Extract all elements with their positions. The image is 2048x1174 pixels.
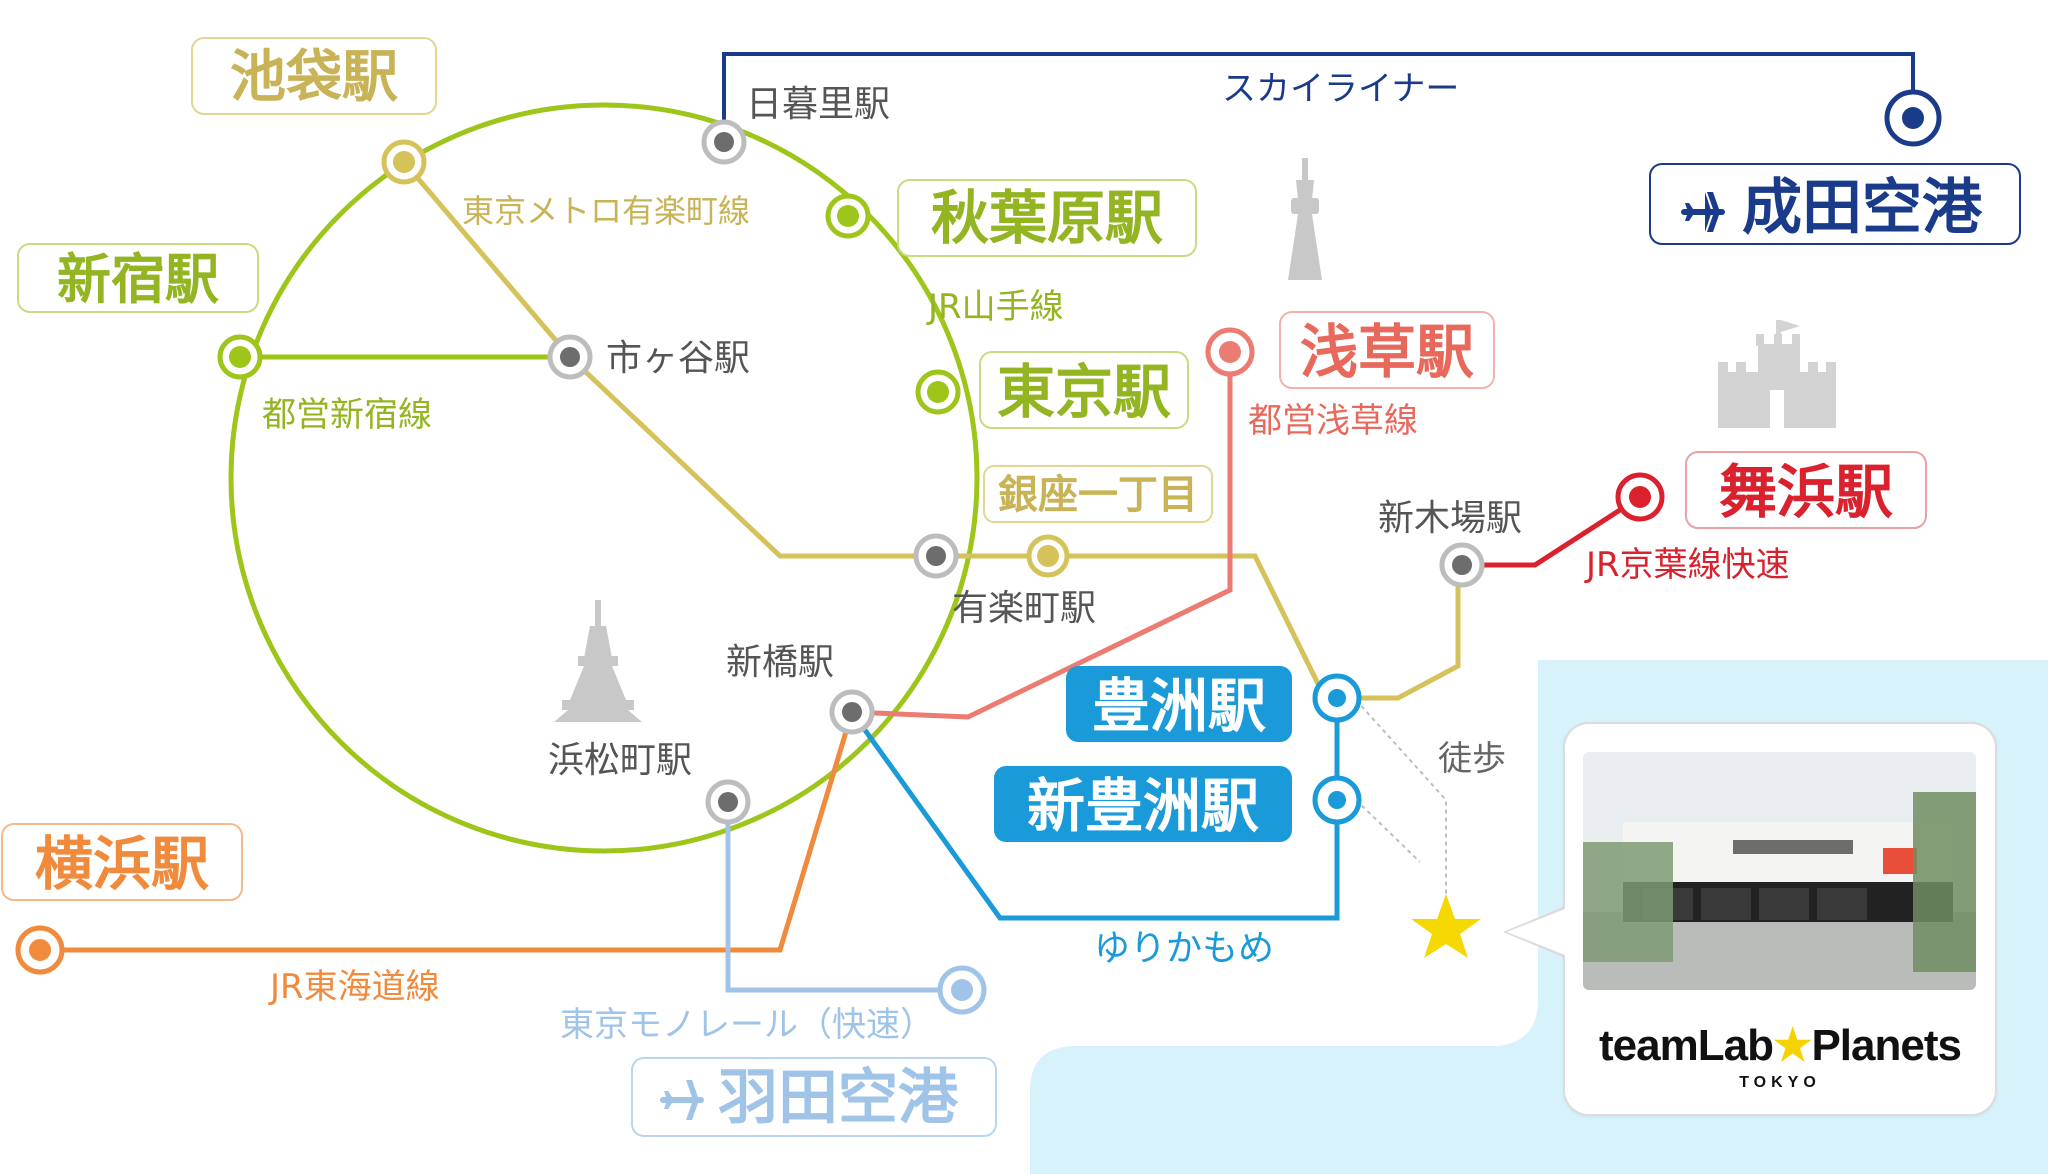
- station-marker-shinjuku[interactable]: [217, 334, 263, 380]
- station-label-yokohama[interactable]: 横浜駅: [1, 823, 243, 901]
- svg-text:羽田空港: 羽田空港: [718, 1063, 959, 1133]
- line-label-asakusa: 都営浅草線: [1248, 401, 1418, 441]
- svg-text:秋葉原駅: 秋葉原駅: [931, 184, 1163, 252]
- station-label-toyosu[interactable]: 豊洲駅: [1066, 666, 1292, 742]
- station-marker-asakusa[interactable]: [1205, 327, 1255, 377]
- card-pointer-inner: [1507, 909, 1565, 955]
- svg-text:舞浜駅: 舞浜駅: [1719, 458, 1893, 526]
- station-label-haneda[interactable]: 羽田空港: [631, 1057, 997, 1137]
- airplane-icon: [1681, 192, 1727, 232]
- svg-text:池袋駅: 池袋駅: [230, 45, 398, 110]
- brand-logo: teamLab★Planets: [1565, 1020, 1995, 1071]
- svg-text:新豊洲駅: 新豊洲駅: [1027, 772, 1259, 840]
- svg-text:浅草駅: 浅草駅: [1300, 318, 1474, 386]
- brand-subtitle: TOKYO: [1739, 1074, 1821, 1091]
- brand-name-pre: teamLab: [1599, 1021, 1774, 1070]
- station-label-narita[interactable]: 成田空港: [1649, 163, 2021, 245]
- svg-text:豊洲駅: 豊洲駅: [1092, 672, 1266, 740]
- station-marker-nippori[interactable]: [701, 119, 747, 165]
- tokyo-tower-icon: [554, 600, 642, 722]
- station-marker-toyosu[interactable]: [1312, 673, 1362, 723]
- station-marker-shin-toyosu[interactable]: [1312, 775, 1362, 825]
- line-label-tokaido: JR東海道線: [268, 967, 440, 1007]
- svg-text:成田空港: 成田空港: [1742, 173, 1983, 243]
- station-marker-ginza-itchome[interactable]: [1026, 534, 1070, 578]
- svg-text:東京駅: 東京駅: [997, 358, 1171, 426]
- monorail-line: [725, 802, 962, 993]
- destination-card[interactable]: teamLab★Planets TOKYO: [1563, 722, 1997, 1116]
- brand-star-icon: ★: [1772, 1021, 1812, 1070]
- line-label-monorail: 東京モノレール（快速）: [560, 1005, 934, 1045]
- skytree-icon: [1288, 158, 1322, 280]
- station-label-hamamatsucho: 浜松町駅: [548, 740, 692, 781]
- line-label-shinjuku: 都営新宿線: [262, 395, 432, 435]
- station-label-shin-toyosu[interactable]: 新豊洲駅: [994, 766, 1292, 842]
- station-label-ginza-itchome[interactable]: 銀座一丁目: [983, 465, 1213, 523]
- line-label-keiyo: JR京葉線快速: [1584, 545, 1790, 585]
- yamanote-line: [228, 102, 980, 854]
- venue-photo: [1583, 752, 1976, 990]
- station-label-tokyo[interactable]: 東京駅: [979, 351, 1189, 429]
- station-label-shin-kiba: 新木場駅: [1378, 498, 1522, 539]
- station-marker-tokyo[interactable]: [915, 369, 961, 415]
- station-label-ichigaya: 市ヶ谷駅: [606, 338, 750, 379]
- svg-text:新宿駅: 新宿駅: [57, 248, 219, 311]
- station-label-shimbashi: 新橋駅: [726, 642, 834, 683]
- station-label-ikebukuro[interactable]: 池袋駅: [191, 37, 437, 115]
- station-label-asakusa[interactable]: 浅草駅: [1279, 311, 1495, 389]
- station-label-nippori: 日暮里駅: [746, 84, 890, 125]
- station-marker-akihabara[interactable]: [825, 193, 871, 239]
- svg-text:横浜駅: 横浜駅: [35, 830, 209, 898]
- station-label-akihabara[interactable]: 秋葉原駅: [897, 179, 1197, 257]
- station-marker-maihama[interactable]: [1615, 472, 1665, 522]
- station-label-maihama[interactable]: 舞浜駅: [1685, 451, 1927, 529]
- line-label-yurakucho: 東京メトロ有楽町線: [462, 192, 750, 230]
- asakusa-line: [851, 352, 1233, 720]
- line-label-walk: 徒歩: [1438, 739, 1506, 779]
- svg-text:銀座一丁目: 銀座一丁目: [998, 472, 1198, 518]
- walk-route: [1355, 699, 1447, 910]
- station-marker-shimbashi[interactable]: [829, 689, 875, 735]
- brand-name-post: Planets: [1811, 1021, 1962, 1070]
- skyliner-line: [722, 52, 1915, 142]
- station-label-yurakucho: 有楽町駅: [952, 588, 1096, 629]
- airplane-icon: [660, 1080, 704, 1120]
- line-label-yamanote: JR山手線: [926, 287, 1064, 327]
- station-marker-haneda[interactable]: [937, 965, 987, 1015]
- station-marker-hamamatsucho[interactable]: [705, 779, 751, 825]
- station-marker-shin-kiba[interactable]: [1439, 542, 1485, 588]
- castle-icon: [1718, 320, 1836, 428]
- tokaido-line: [40, 711, 855, 953]
- station-marker-yokohama[interactable]: [15, 925, 65, 975]
- station-marker-ikebukuro[interactable]: [381, 139, 427, 185]
- station-marker-narita[interactable]: [1884, 89, 1942, 147]
- station-marker-ichigaya[interactable]: [547, 334, 593, 380]
- station-marker-yurakucho[interactable]: [913, 533, 959, 579]
- yurakucho-line: [402, 160, 1461, 701]
- line-label-yurikamome: ゆりかもめ: [1094, 928, 1274, 969]
- star-icon[interactable]: [1411, 894, 1481, 958]
- station-label-shinjuku[interactable]: 新宿駅: [17, 243, 259, 313]
- line-label-skyliner: スカイライナー: [1222, 69, 1459, 109]
